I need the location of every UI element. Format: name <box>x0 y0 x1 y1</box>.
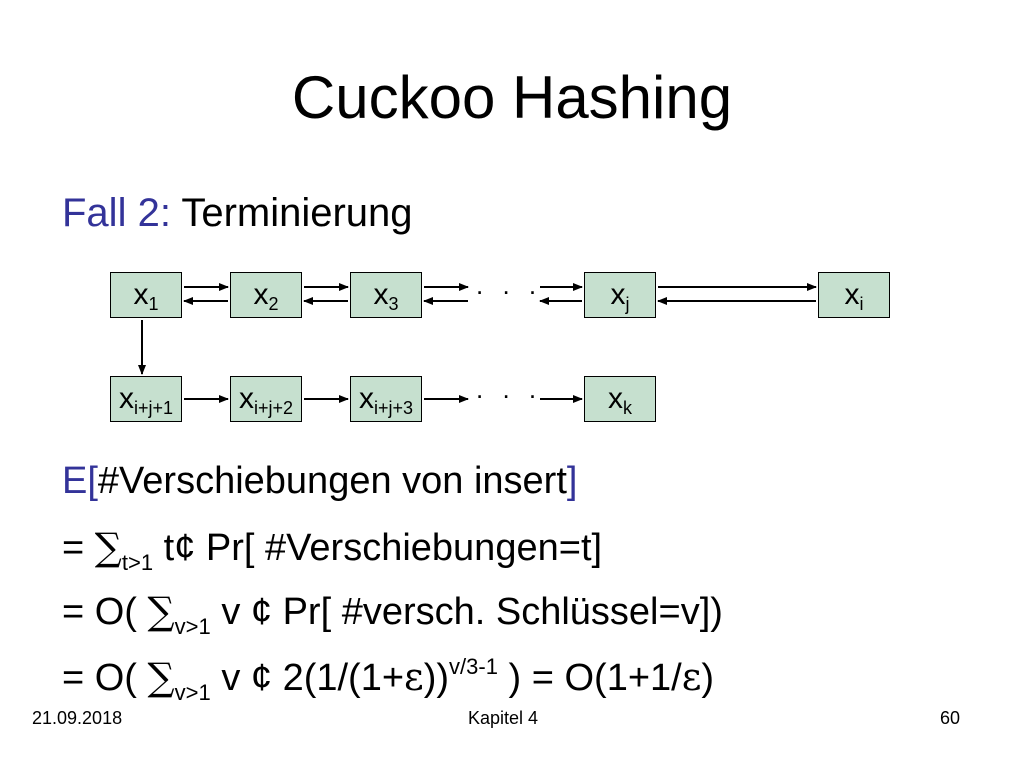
sum-symbol: ∑ <box>147 589 175 633</box>
line1-text: #Verschiebungen von insert <box>97 460 567 502</box>
line4-text: v ¢ 2(1/(1+ <box>221 657 405 699</box>
sum-symbol: ∑ <box>94 525 122 569</box>
node-main: x <box>608 382 623 415</box>
sum-subscript: t>1 <box>121 550 154 575</box>
line4-rest: ) = O(1+1/ <box>497 657 682 699</box>
node-sub: i+j+3 <box>373 398 414 418</box>
node-x2: x2 <box>230 272 302 318</box>
bracket-open: E[ <box>62 460 98 502</box>
formula-line-3: = O( ∑v>1 v ¢ Pr[ #versch. Schlüssel=v]) <box>62 586 723 639</box>
footer-date: 21.09.2018 <box>32 708 123 728</box>
sum-subscript: v>1 <box>174 680 211 705</box>
node-sub: 1 <box>148 294 159 314</box>
equals: = <box>62 527 85 569</box>
node-main: x <box>133 278 149 311</box>
equals-o: = O( <box>62 591 137 633</box>
sum-symbol: ∑ <box>147 655 175 699</box>
equals-inner: = <box>658 591 681 633</box>
case-heading: Fall 2: Terminierung <box>62 188 413 238</box>
ellipsis-row2: . . . <box>476 374 543 404</box>
node-main: x <box>253 278 269 311</box>
case-label: Fall 2: <box>62 191 171 235</box>
node-sub: 2 <box>268 294 279 314</box>
case-text: Terminierung <box>181 191 413 235</box>
node-main: x <box>373 278 389 311</box>
footer-chapter: Kapitel 4 <box>468 708 539 728</box>
line2-text: t¢ Pr[ #Verschiebungen <box>163 527 559 569</box>
node-x1: x1 <box>110 272 182 318</box>
node-main: x <box>844 278 860 311</box>
ellipsis-row1: . . . <box>476 270 543 300</box>
node-sub: 3 <box>388 294 399 314</box>
epsilon-symbol: ε <box>404 655 424 699</box>
epsilon-symbol: ε <box>681 655 702 699</box>
line2-tail: t] <box>580 527 603 569</box>
node-xij2: xi+j+2 <box>230 376 302 422</box>
node-sub: i+j+1 <box>133 398 174 418</box>
slide-title: Cuckoo Hashing <box>291 64 733 131</box>
node-sub: k <box>623 398 632 418</box>
node-xk: xk <box>584 376 656 422</box>
node-xij1: xi+j+1 <box>110 376 182 422</box>
node-main: x <box>118 382 134 415</box>
node-main: x <box>358 382 374 415</box>
equals-inner: = <box>558 527 581 569</box>
node-sub: i+j+2 <box>253 398 294 418</box>
formula-line-2: = ∑t>1 t¢ Pr[ #Verschiebungen=t] <box>62 522 603 575</box>
node-sub: j <box>625 294 630 314</box>
line3-text: v ¢ Pr[ #versch. Schlüssel <box>221 591 659 633</box>
node-main: x <box>238 382 254 415</box>
footer-page-number: 60 <box>940 708 961 728</box>
node-main: x <box>610 278 626 311</box>
exponent: v/3-1 <box>449 654 498 679</box>
node-xi: xi <box>818 272 890 318</box>
line4-close: )) <box>423 657 450 699</box>
formula-line-1: E[#Verschiebungen von insert] <box>62 456 577 506</box>
line4-end: ) <box>701 657 715 699</box>
line3-tail: v]) <box>680 591 723 633</box>
node-x3: x3 <box>350 272 422 318</box>
bracket-close: ] <box>566 460 578 502</box>
node-xij3: xi+j+3 <box>350 376 422 422</box>
equals-o: = O( <box>62 657 137 699</box>
node-xj: xj <box>584 272 656 318</box>
formula-line-4: = O( ∑v>1 v ¢ 2(1/(1+ε))v/3-1 ) = O(1+1/… <box>62 652 715 705</box>
sum-subscript: v>1 <box>174 614 211 639</box>
node-sub: i <box>859 294 864 314</box>
